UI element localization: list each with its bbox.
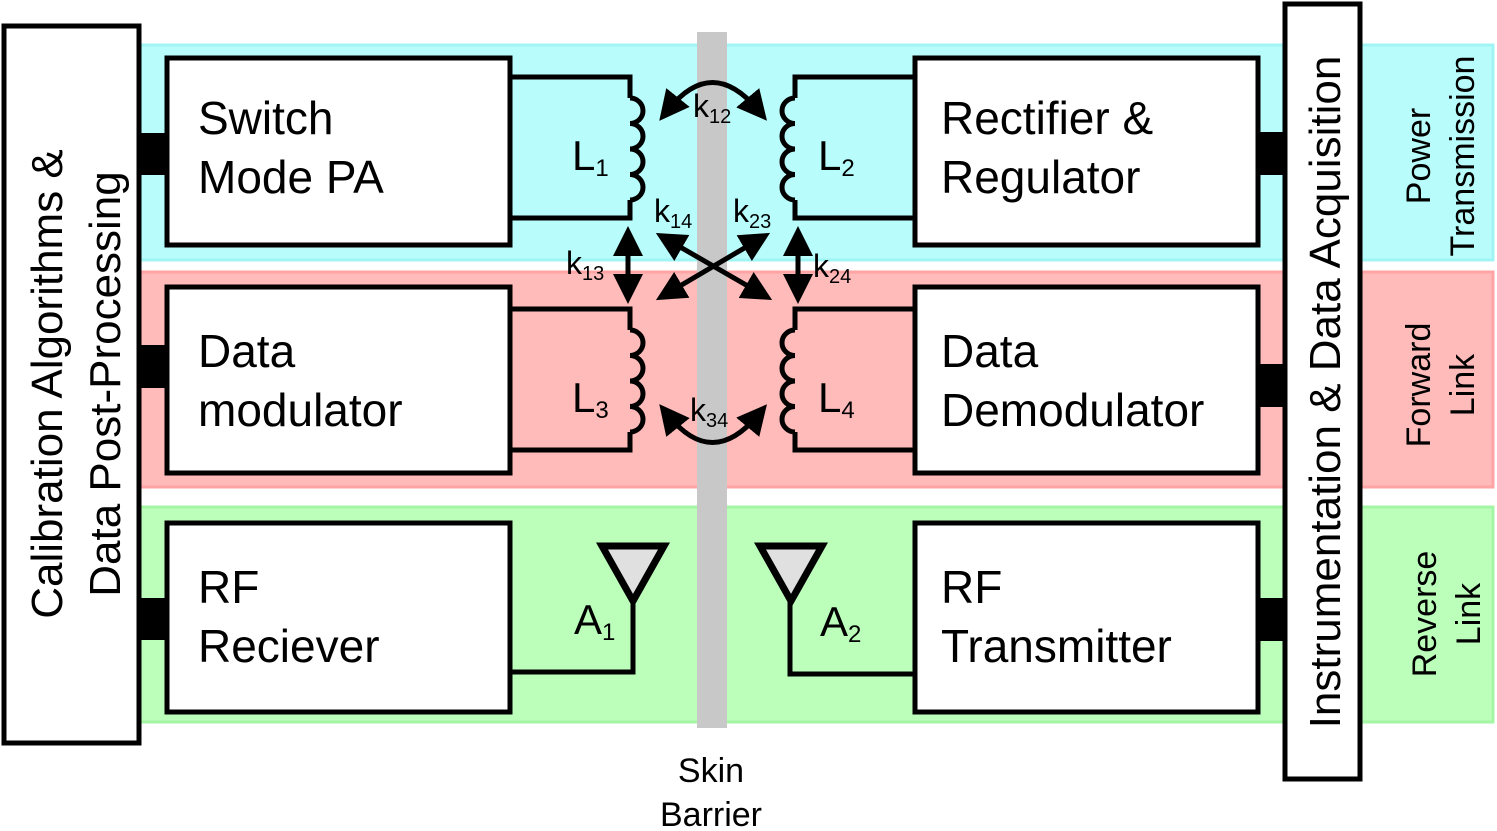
- connector-left-1: [139, 133, 169, 175]
- block-label-right-2a: Data: [941, 325, 1039, 377]
- block-label-right-3a: RF: [941, 561, 1002, 613]
- coil-l1: [629, 95, 646, 203]
- antenna-a2-label: A2: [820, 598, 861, 648]
- block-label-right-1a: Rectifier &: [941, 92, 1153, 144]
- block-label-left-3b: Reciever: [198, 620, 380, 672]
- skin-barrier-label-line1: Skin: [678, 752, 744, 790]
- connector-right-1: [1256, 132, 1287, 175]
- coupling-arrow-k34: [659, 404, 767, 445]
- band-label-power-line2: Transmission: [1444, 56, 1482, 257]
- band-label-power-line1: Power: [1400, 108, 1438, 204]
- inductor-l1-label: L1: [572, 132, 609, 182]
- block-label-left-3a: RF: [198, 561, 259, 613]
- band-label-forward-line2: Link: [1444, 353, 1482, 416]
- skin-barrier-bar: [697, 32, 727, 728]
- coupling-k24-label: k24: [813, 248, 851, 288]
- block-data-modulator: [164, 284, 513, 476]
- coil-l3: [629, 327, 646, 435]
- band-label-reverse-line1: Reverse: [1406, 551, 1444, 678]
- block-data-demodulator: [912, 284, 1261, 476]
- connector-right-3: [1256, 598, 1287, 641]
- coupling-k23-label: k23: [733, 193, 771, 233]
- block-label-left-1a: Switch: [198, 92, 333, 144]
- wire-a2: [787, 600, 915, 677]
- instrumentation-panel: [1282, 1, 1363, 782]
- block-label-right-1b: Regulator: [941, 151, 1140, 203]
- wire-l2: [792, 74, 915, 221]
- antenna-a1-icon: [596, 542, 670, 609]
- skin-barrier-label-line2: Barrier: [660, 796, 762, 831]
- band-label-forward-line1: Forward: [1400, 323, 1438, 448]
- coupling-k12-label: k12: [693, 88, 731, 128]
- block-switch-mode-pa: [164, 55, 513, 248]
- block-label-left-1b: Mode PA: [198, 151, 384, 203]
- coupling-k13-label: k13: [566, 245, 604, 285]
- block-label-left-2b: modulator: [198, 384, 403, 436]
- calibration-panel-line1: Calibration Algorithms &: [23, 149, 72, 619]
- wire-a1: [510, 600, 636, 675]
- connector-left-2: [139, 345, 169, 388]
- antenna-a2-icon: [754, 542, 828, 609]
- instrumentation-panel-label: Instrumentation & Data Acquisition: [1301, 56, 1350, 729]
- antenna-a1-label: A1: [574, 596, 615, 646]
- block-label-right-2b: Demodulator: [941, 384, 1204, 436]
- coupling-arrow-k23: [655, 232, 771, 301]
- block-rectifier-regulator: [912, 55, 1261, 248]
- inductor-l3-label: L3: [572, 374, 609, 424]
- coil-l4: [779, 327, 796, 435]
- coupling-k14-label: k14: [654, 193, 692, 233]
- connector-right-2: [1256, 364, 1287, 407]
- inductor-l2-label: L2: [818, 132, 855, 182]
- coupling-arrow-k12: [659, 80, 767, 121]
- block-label-left-2a: Data: [198, 325, 296, 377]
- inductor-l4-label: L4: [818, 374, 855, 424]
- band-label-reverse-line2: Link: [1450, 582, 1488, 645]
- coupling-k34-label: k34: [690, 392, 728, 432]
- wire-l3: [510, 306, 633, 453]
- calibration-panel-line2: Data Post-Processing: [81, 171, 130, 597]
- block-label-right-3b: Transmitter: [941, 620, 1172, 672]
- wire-l1: [510, 74, 633, 221]
- block-rf-receiver: [164, 520, 513, 715]
- coil-l2: [779, 95, 796, 203]
- wire-l4: [792, 306, 915, 453]
- block-rf-transmitter: [912, 520, 1261, 715]
- connector-left-3: [139, 598, 169, 640]
